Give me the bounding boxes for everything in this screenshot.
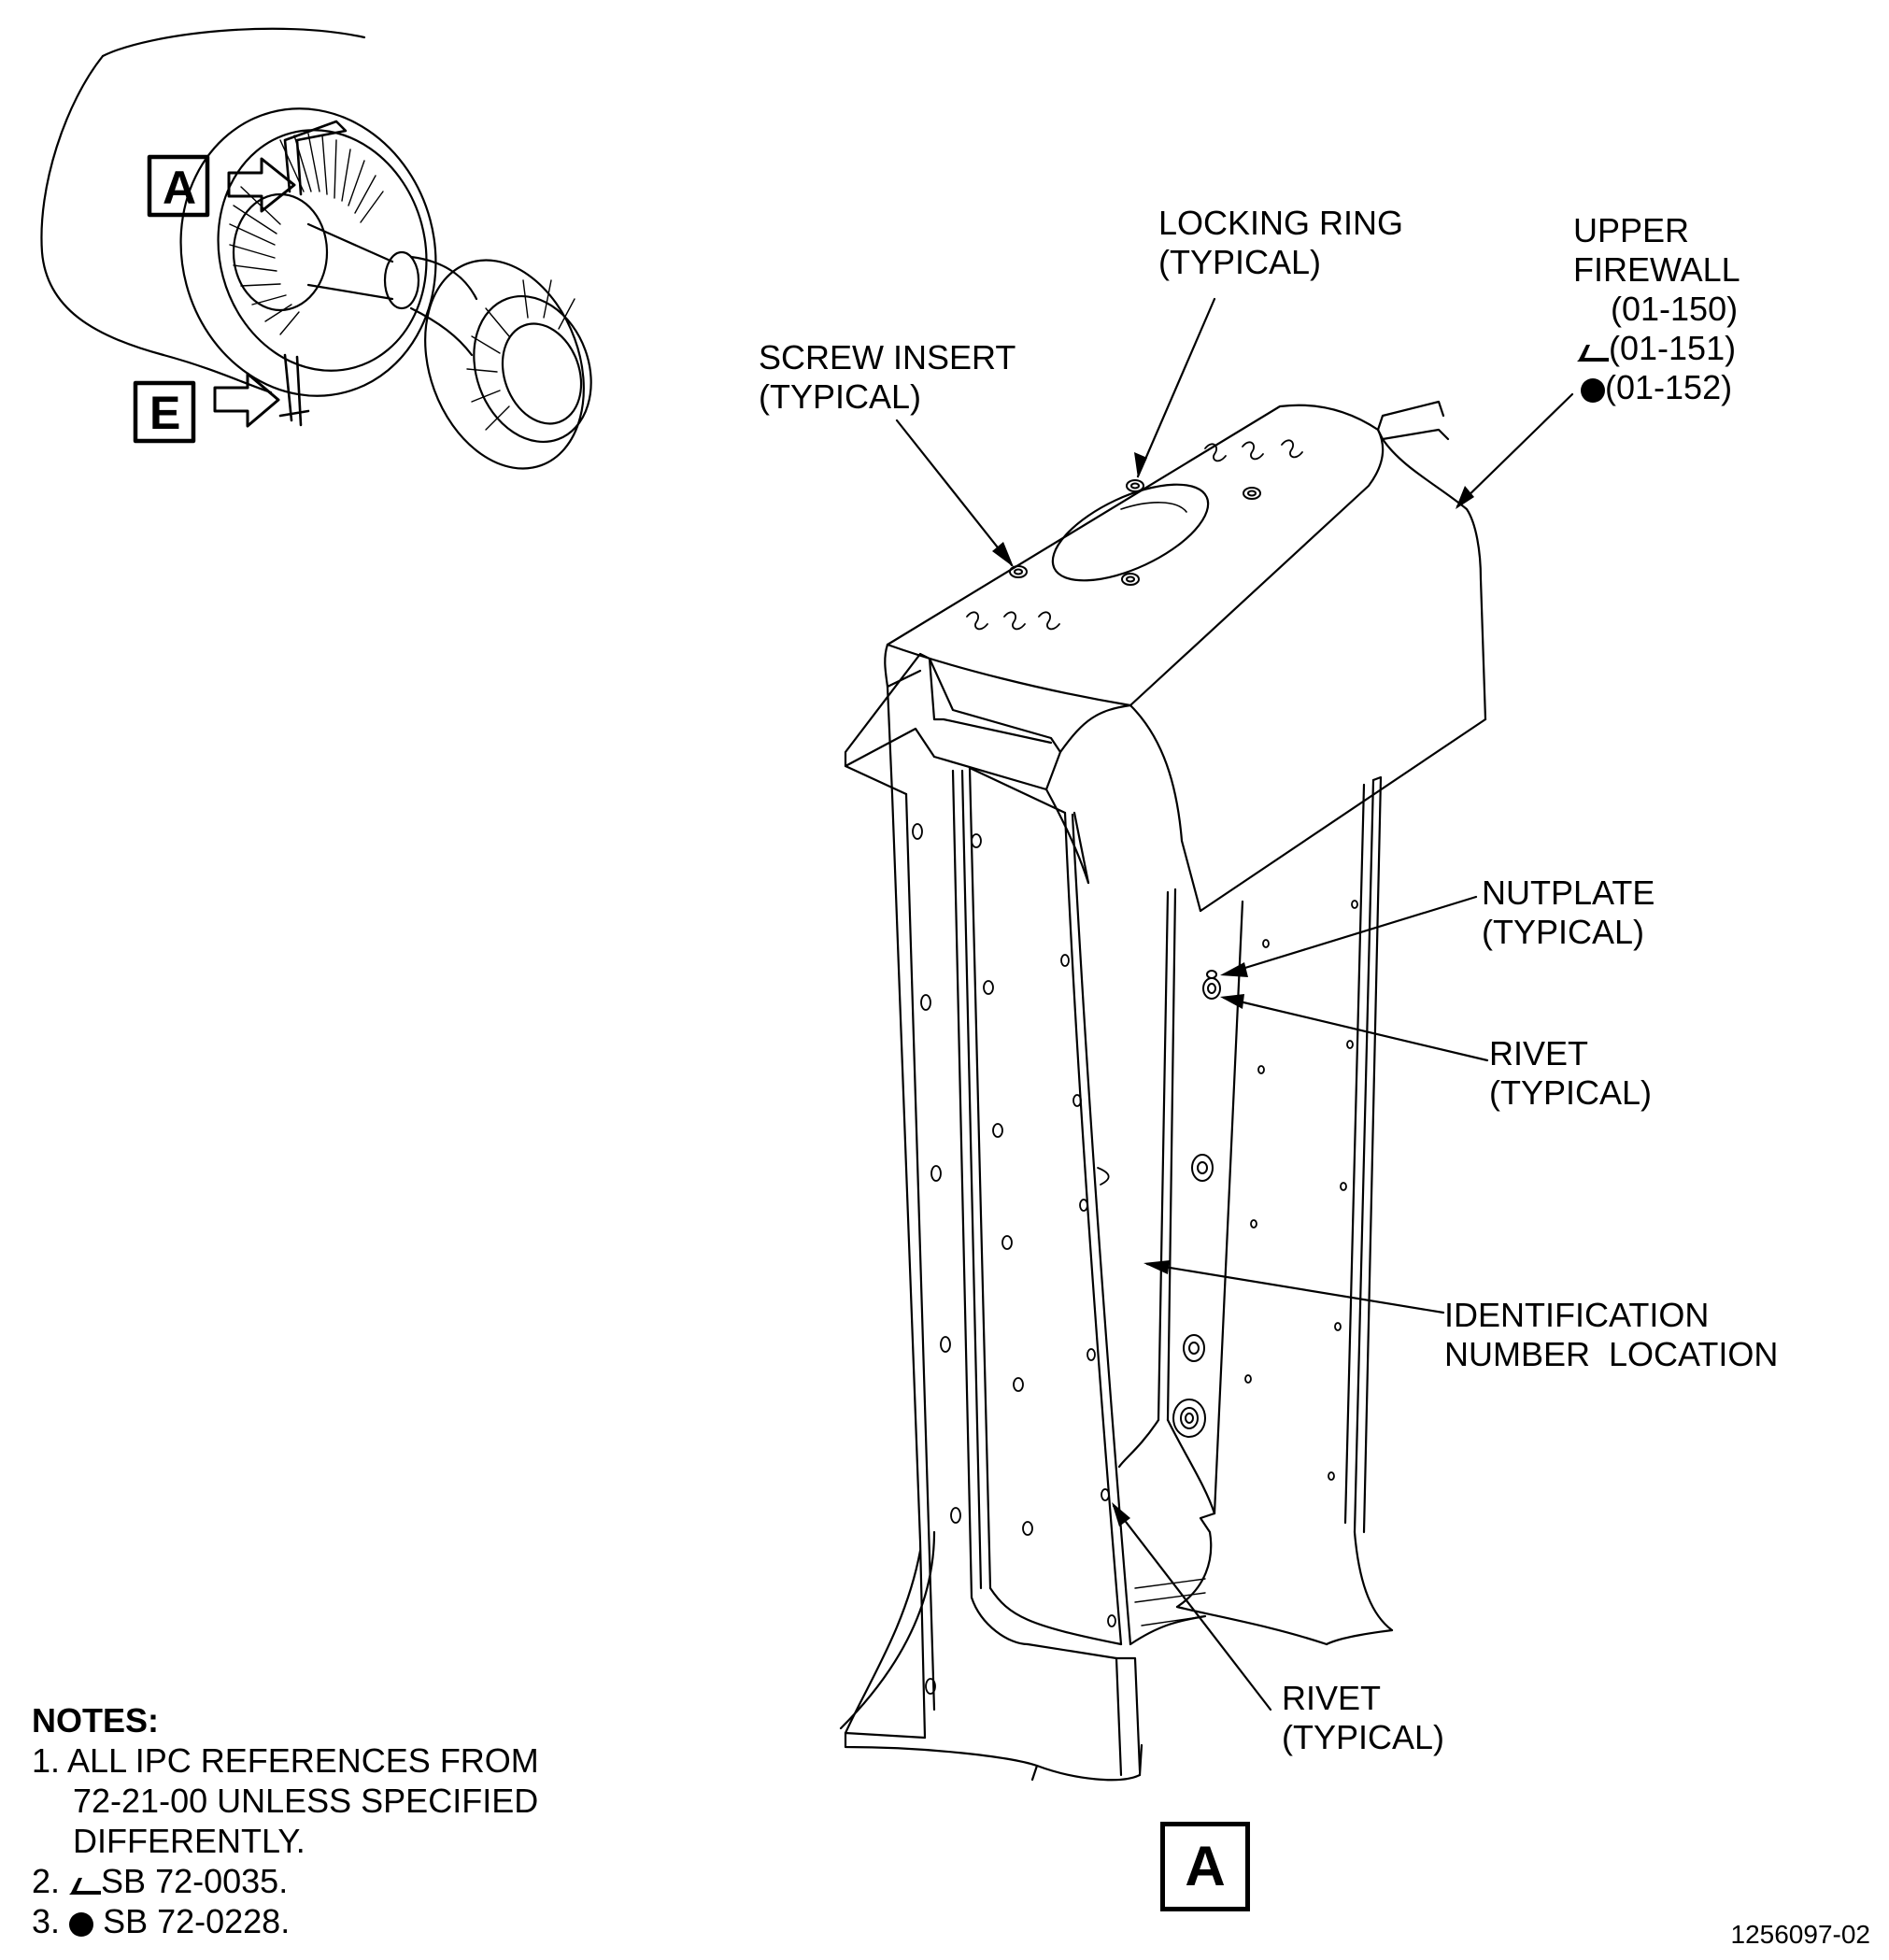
arrow-icon	[213, 372, 280, 428]
detail-a-label: A	[1160, 1822, 1250, 1911]
arrow-icon	[227, 157, 296, 213]
note-item-3: 3. SB 72-0228.	[32, 1901, 539, 1941]
callout-line: FIREWALL	[1573, 250, 1740, 289]
callout-line-effectivity-1: (01-151)	[1573, 329, 1740, 368]
callout-line: UPPER	[1573, 211, 1690, 249]
callout-line: (01-152)	[1605, 368, 1733, 406]
callout-line: (TYPICAL)	[1482, 913, 1645, 951]
callout-line: RIVET	[1282, 1679, 1382, 1717]
note-item: 1. ALL IPC REFERENCES FROM	[32, 1741, 539, 1780]
callout-line: (01-151)	[1609, 329, 1737, 367]
effectivity-dot-icon	[1581, 378, 1605, 403]
callout-line: RIVET	[1489, 1034, 1589, 1072]
view-a-label: A	[163, 162, 197, 214]
note-item: 72-21-00 UNLESS SPECIFIED	[73, 1782, 539, 1820]
callout-line: (TYPICAL)	[1158, 243, 1322, 281]
note-text: SB 72-0035.	[101, 1862, 289, 1900]
effectivity-triangle-icon	[69, 1878, 102, 1895]
note-number: 2.	[32, 1862, 61, 1900]
callout-line: (TYPICAL)	[1282, 1718, 1445, 1756]
note-text: SB 72-0228.	[103, 1902, 291, 1940]
notes-header: NOTES:	[32, 1701, 160, 1740]
callout-line: NUMBER LOCATION	[1444, 1335, 1779, 1373]
callout-rivet-lower: RIVET (TYPICAL)	[1282, 1679, 1444, 1757]
note-item-2: 2. SB 72-0035.	[32, 1861, 539, 1901]
effectivity-triangle-icon	[1577, 345, 1609, 362]
arrowheads	[992, 452, 1474, 1527]
engine-locator-view	[40, 27, 592, 470]
callout-rivet-upper: RIVET (TYPICAL)	[1489, 1034, 1652, 1113]
callout-locking-ring: LOCKING RING (TYPICAL)	[1158, 204, 1403, 282]
callout-identification: IDENTIFICATION NUMBER LOCATION	[1444, 1296, 1778, 1374]
notes-block: NOTES: 1. ALL IPC REFERENCES FROM 72-21-…	[32, 1700, 539, 1941]
callout-line: (01-150)	[1611, 290, 1739, 328]
callout-line: (TYPICAL)	[1489, 1073, 1653, 1112]
upper-firewall-part	[839, 400, 1487, 1782]
callout-nutplate: NUTPLATE (TYPICAL)	[1482, 873, 1655, 952]
callout-screw-insert: SCREW INSERT (TYPICAL)	[759, 338, 1016, 417]
note-item: DIFFERENTLY.	[73, 1822, 305, 1860]
callout-line: IDENTIFICATION	[1444, 1296, 1710, 1334]
callout-line: SCREW INSERT	[759, 338, 1016, 376]
figure-number: 1256097-02	[1730, 1920, 1870, 1949]
view-e-label: E	[149, 387, 181, 439]
callout-line: (TYPICAL)	[759, 377, 922, 416]
effectivity-dot-icon	[69, 1912, 94, 1937]
callout-line-effectivity-2: (01-152)	[1573, 368, 1740, 407]
leader-lines	[895, 297, 1574, 1711]
callout-upper-firewall: UPPER FIREWALL (01-150) (01-151) (01-152…	[1573, 211, 1740, 407]
note-number: 3.	[32, 1902, 61, 1940]
callout-line: NUTPLATE	[1482, 873, 1655, 912]
callout-line: LOCKING RING	[1158, 204, 1404, 242]
